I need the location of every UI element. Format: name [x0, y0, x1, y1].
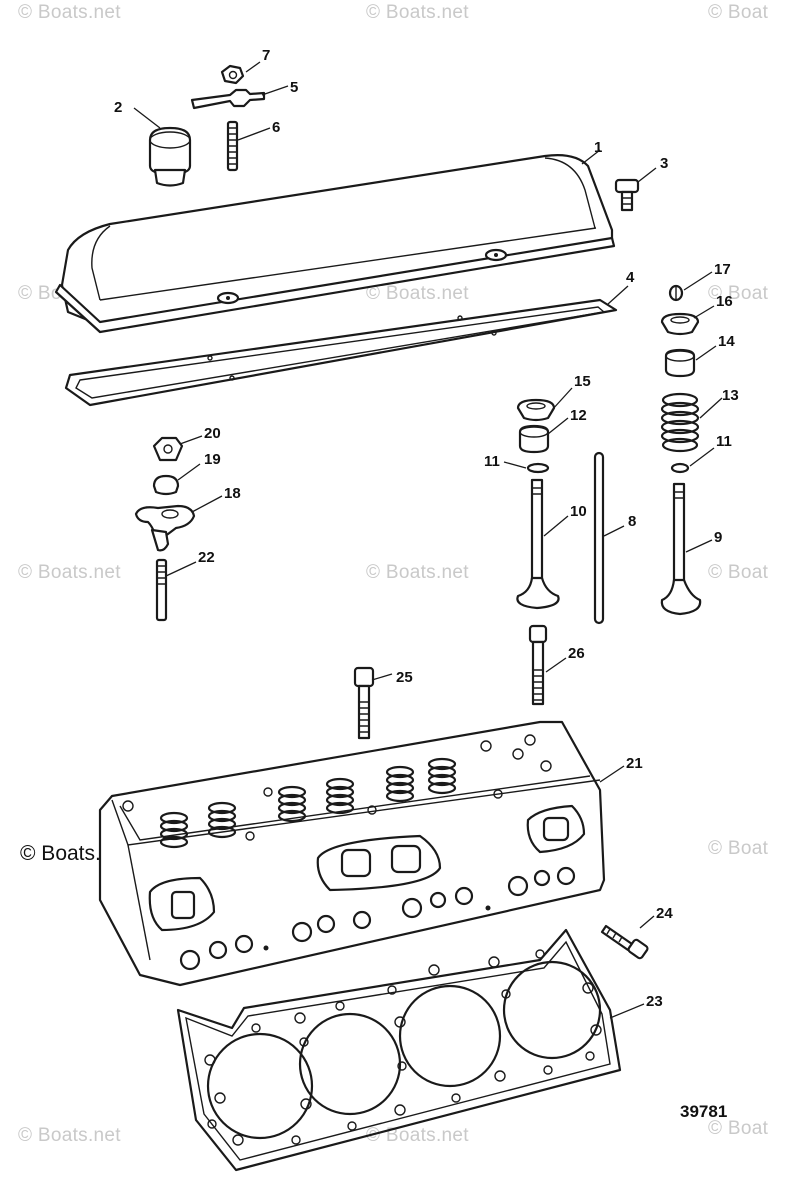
gasket-holes — [204, 949, 602, 1146]
callout-18: 18 — [224, 485, 241, 502]
callouts: 7 5 6 2 1 3 4 17 16 14 13 11 9 15 12 11 … — [114, 47, 739, 1010]
part-8-push-rod — [593, 451, 605, 625]
callout-17: 17 — [714, 261, 731, 278]
part-18-rocker-arm — [134, 504, 196, 552]
watermark-row2-right: © Boat — [708, 283, 769, 304]
callout-16: 16 — [716, 293, 733, 310]
callout-13: 13 — [722, 387, 739, 404]
callout-20: 20 — [204, 425, 221, 442]
part-15-spring-cap — [516, 398, 556, 422]
watermark-top-right: © Boat — [708, 2, 769, 23]
part-26-stud-bolt — [528, 624, 548, 706]
part-1-valve-cover — [54, 154, 616, 334]
part-13-valve-spring — [660, 392, 700, 453]
callout-8: 8 — [628, 513, 636, 530]
part-11-seal-left — [526, 462, 550, 474]
part-12-shield — [518, 424, 550, 454]
part-9-valve — [660, 482, 702, 616]
part-19-ball — [152, 474, 180, 496]
callout-24: 24 — [656, 905, 673, 922]
callout-7: 7 — [262, 47, 270, 64]
watermark-top-center: © Boats.net — [366, 2, 469, 23]
leader-lines — [133, 61, 723, 1019]
part-14-shield — [664, 348, 696, 378]
part-17-valve-lock — [668, 284, 684, 302]
callout-25: 25 — [396, 669, 413, 686]
part-4-cover-gasket — [64, 298, 618, 407]
part-3-bolt — [614, 178, 640, 212]
callout-5: 5 — [290, 79, 298, 96]
watermark-row3-center: © Boats.net — [366, 562, 469, 583]
callout-12: 12 — [570, 407, 587, 424]
part-25-head-bolt — [353, 666, 375, 740]
callout-6: 6 — [272, 119, 280, 136]
callout-2: 2 — [114, 99, 122, 116]
part-2-filler-cap — [148, 126, 192, 187]
figure-number: 39781 — [680, 1102, 728, 1121]
watermark-row3-right: © Boat — [708, 562, 769, 583]
callout-9: 9 — [714, 529, 722, 546]
callout-26: 26 — [568, 645, 585, 662]
head-valve-springs — [159, 757, 457, 849]
callout-11-left: 11 — [484, 453, 500, 470]
callout-21: 21 — [626, 755, 643, 772]
part-16-spring-cap — [660, 312, 700, 336]
callout-15: 15 — [574, 373, 591, 390]
callout-10: 10 — [570, 503, 587, 520]
watermark-bottom-left: © Boats.net — [18, 1125, 121, 1146]
watermark-row3-left: © Boats.net — [18, 562, 121, 583]
callout-22: 22 — [198, 549, 215, 566]
part-21-cylinder-head — [98, 720, 606, 987]
part-24-bolt — [600, 924, 649, 960]
callout-19: 19 — [204, 451, 221, 468]
watermark-top-left: © Boats.net — [18, 2, 121, 23]
part-11-seal-right — [670, 462, 690, 474]
part-6-stud — [226, 120, 239, 172]
callout-11-right: 11 — [716, 433, 732, 450]
part-10-valve — [516, 478, 560, 610]
callout-14: 14 — [718, 333, 735, 350]
watermark-row2-center: © Boats.net — [366, 283, 469, 304]
callout-1: 1 — [594, 139, 602, 156]
part-22-rocker-stud — [155, 558, 168, 622]
callout-4: 4 — [626, 269, 635, 286]
part-5-bracket — [190, 88, 266, 110]
part-7-nut — [220, 64, 245, 85]
watermark-bottom-right: © Boat — [708, 1118, 769, 1139]
callout-23: 23 — [646, 993, 663, 1010]
watermark-row4-right: © Boat — [708, 838, 769, 859]
part-20-rocker-nut — [152, 436, 184, 462]
callout-3: 3 — [660, 155, 668, 172]
part-23-head-gasket — [176, 928, 622, 1172]
